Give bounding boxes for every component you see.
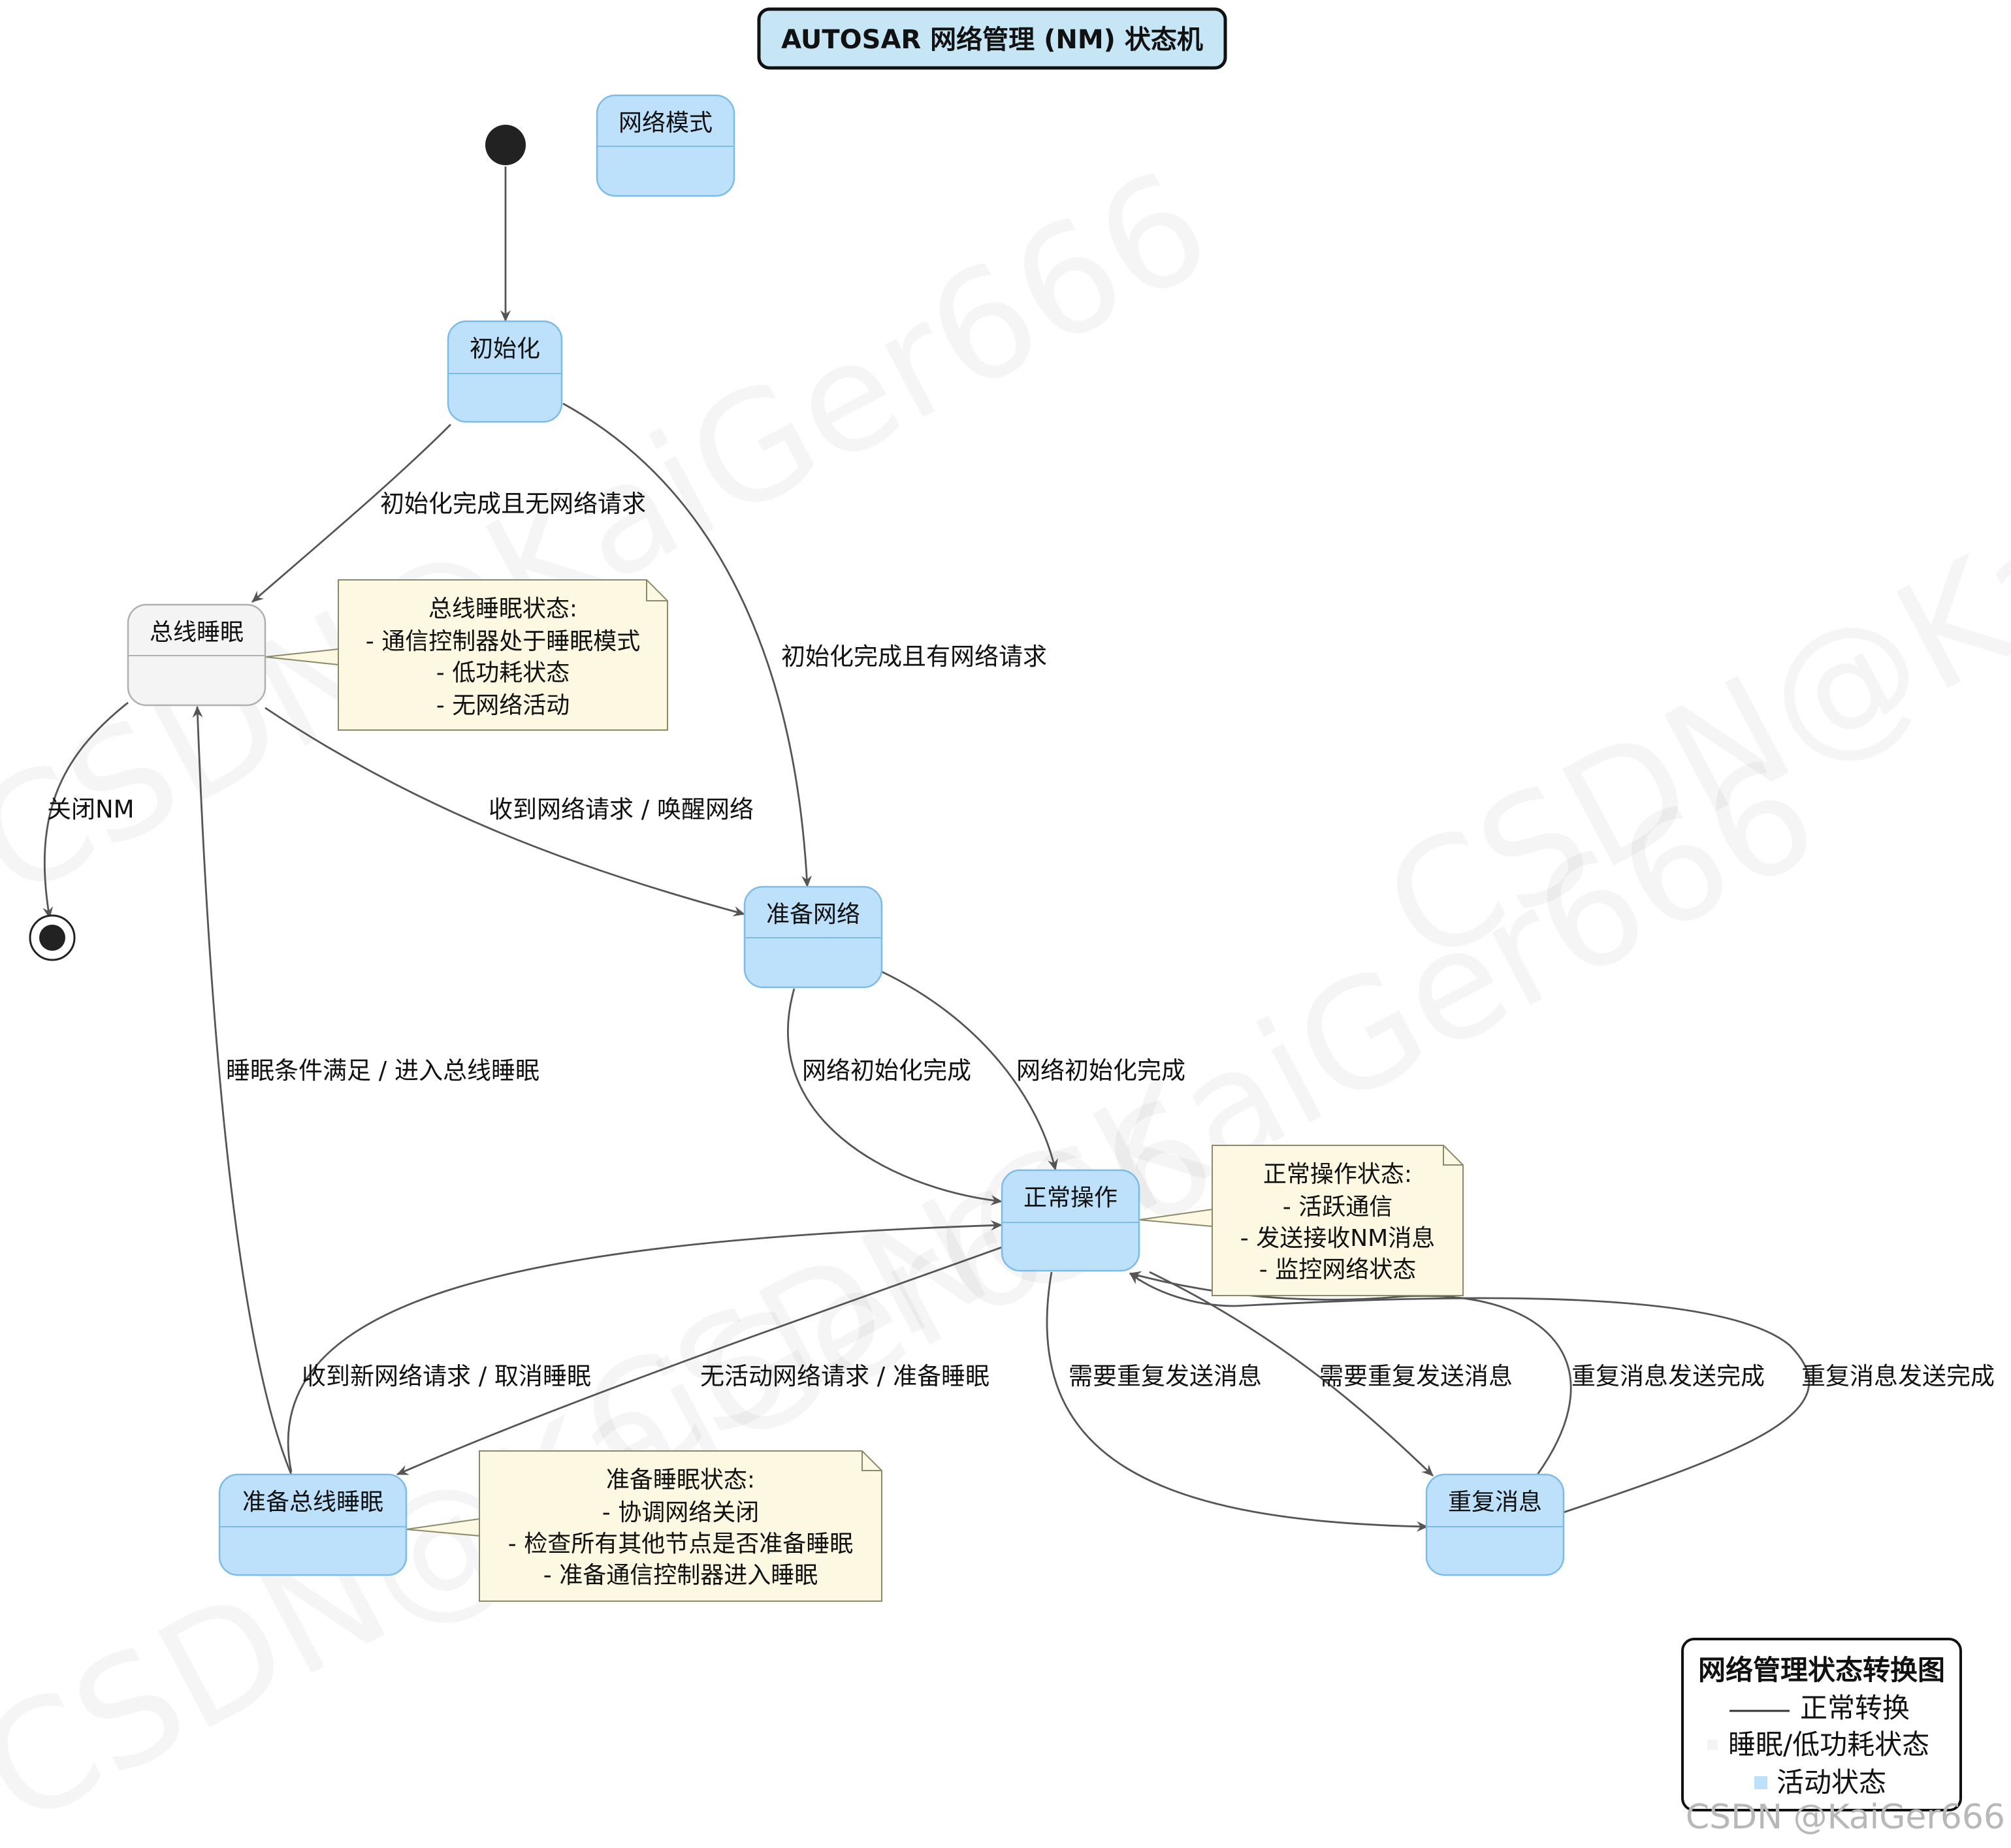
state-network-mode[interactable]: 网络模式: [596, 94, 735, 197]
state-label: 总线睡眠: [150, 619, 244, 646]
watermark-layer: CSDN@KaiGer666 CSDN@KaiGer666 CSDN@KaiGe…: [0, 138, 2011, 1848]
edge-label: 初始化完成且有网络请求: [781, 643, 1047, 671]
edge-label: 需要重复发送消息: [1069, 1362, 1262, 1390]
note-line: - 协调网络关闭: [602, 1499, 759, 1526]
note-line: 总线睡眠状态:: [428, 596, 577, 622]
legend-item-label: 活动状态: [1777, 1766, 1886, 1798]
edge-label: 网络初始化完成: [802, 1057, 971, 1085]
edge-labels: 初始化完成且无网络请求 初始化完成且有网络请求 关闭NM 收到网络请求 / 唤醒…: [47, 490, 1995, 1390]
final-node: [29, 914, 76, 961]
state-prepare-bus-sleep[interactable]: 准备总线睡眠: [218, 1473, 408, 1576]
state-label: 准备总线睡眠: [242, 1489, 383, 1516]
edge-sleep-to-final: [42, 701, 129, 919]
note-line: - 低功耗状态: [436, 660, 570, 686]
edge-prep-sleep-to-sleep: [192, 706, 293, 1475]
edge-label: 重复消息发送完成: [1801, 1362, 1995, 1390]
edge-prepare-to-normal-2: [881, 970, 1058, 1171]
state-bus-sleep[interactable]: 总线睡眠: [127, 603, 266, 707]
note-line: 正常操作状态:: [1263, 1161, 1412, 1188]
note-line: - 准备通信控制器进入睡眠: [543, 1562, 818, 1589]
note-line: - 无网络活动: [436, 692, 570, 719]
note-line: - 通信控制器处于睡眠模式: [366, 628, 640, 655]
note-connectors: [265, 648, 1213, 1537]
edge-label: 初始化完成且无网络请求: [380, 490, 646, 518]
csdn-credit: CSDN @KaiGer666: [1686, 1798, 2005, 1837]
edge-repeat-to-normal-2: [1129, 1272, 1810, 1514]
transition-edges: [42, 167, 1810, 1532]
edge-sleep-to-prepare: [265, 707, 745, 917]
edge-normal-to-repeat-1: [1046, 1271, 1428, 1532]
state-normal-operation[interactable]: 正常操作: [1001, 1169, 1140, 1272]
edge-init-to-prepare: [562, 402, 812, 887]
edge-label: 收到网络请求 / 唤醒网络: [489, 795, 754, 823]
edge-init-to-sleep: [251, 424, 451, 603]
note-normal-operation: 正常操作状态: - 活跃通信 - 发送接收NM消息 - 监控网络状态: [1212, 1145, 1464, 1296]
state-repeat-message[interactable]: 重复消息: [1425, 1473, 1565, 1576]
legend: 网络管理状态转换图 正常转换 睡眠/低功耗状态 活动状态: [1681, 1638, 1962, 1811]
state-init[interactable]: 初始化: [447, 320, 563, 423]
state-label: 初始化: [470, 336, 540, 362]
edge-label: 无活动网络请求 / 准备睡眠: [700, 1362, 989, 1390]
note-prepare-bus-sleep: 准备睡眠状态: - 协调网络关闭 - 检查所有其他节点是否准备睡眠 - 准备通信…: [479, 1450, 882, 1602]
edge-normal-to-repeat-2: [1149, 1271, 1434, 1477]
title-text: AUTOSAR 网络管理 (NM) 状态机: [781, 25, 1203, 55]
note-line: - 检查所有其他节点是否准备睡眠: [508, 1531, 853, 1557]
legend-item-label: 睡眠/低功耗状态: [1728, 1729, 1929, 1760]
edge-normal-to-prep-sleep: [396, 1246, 1003, 1476]
state-prepare-network[interactable]: 准备网络: [743, 885, 883, 989]
legend-item-label: 正常转换: [1800, 1692, 1910, 1724]
note-bus-sleep: 总线睡眠状态: - 通信控制器处于睡眠模式 - 低功耗状态 - 无网络活动: [338, 579, 668, 731]
diagram-title: AUTOSAR 网络管理 (NM) 状态机: [757, 7, 1227, 70]
legend-active-swatch-icon: [1754, 1776, 1767, 1789]
legend-sleep-swatch-icon: [1707, 1740, 1718, 1750]
edge-label: 网络初始化完成: [1016, 1057, 1185, 1085]
edge-label: 关闭NM: [47, 795, 135, 823]
edge-label: 睡眠条件满足 / 进入总线睡眠: [226, 1057, 539, 1085]
edge-label: 需要重复发送消息: [1319, 1362, 1513, 1390]
note-line: - 活跃通信: [1283, 1194, 1392, 1220]
state-label: 重复消息: [1448, 1489, 1542, 1516]
note-line: - 监控网络状态: [1259, 1256, 1416, 1283]
state-label: 准备网络: [766, 901, 860, 928]
note-line: - 发送接收NM消息: [1240, 1225, 1435, 1252]
note-line: 准备睡眠状态:: [606, 1467, 755, 1493]
edge-prep-sleep-to-normal: [287, 1220, 1003, 1473]
state-label: 网络模式: [619, 110, 713, 136]
start-node: [485, 125, 526, 165]
edge-label: 收到新网络请求 / 取消睡眠: [302, 1362, 591, 1390]
legend-title: 网络管理状态转换图: [1698, 1654, 1945, 1686]
edge-label: 重复消息发送完成: [1571, 1362, 1765, 1390]
edge-prepare-to-normal-1: [787, 988, 1003, 1205]
state-label: 正常操作: [1023, 1185, 1118, 1211]
